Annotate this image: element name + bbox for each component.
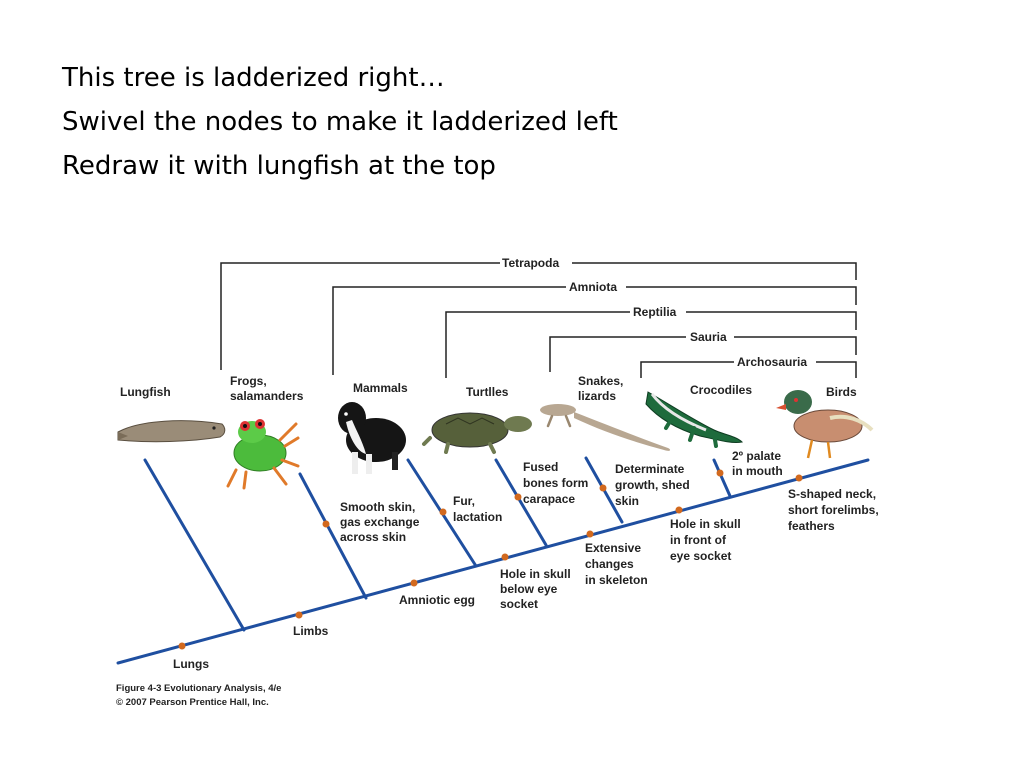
marker-determinate [599,484,607,492]
trait-hole-front-line1: Hole in skull [670,517,741,531]
trait-extensive-line3: in skeleton [585,573,648,587]
trait-extensive-line1: Extensive [585,541,641,555]
marker-amniotic-egg [410,579,418,587]
trait-determinate-line2: growth, shed [615,478,690,492]
heading-line-3: Redraw it with lungfish at the top [62,151,496,181]
clade-reptilia: Reptilia [633,305,677,319]
slide-heading: This tree is ladderized right… Swivel th… [62,56,618,188]
clade-sauria: Sauria [690,330,727,344]
trait-hole-below-line1: Hole in skull [500,567,571,581]
trait-palate-line1: 2º palate [732,449,781,463]
lizard-illustration [540,404,671,451]
clade-amniota: Amniota [569,280,617,294]
clade-brackets [220,262,857,378]
frog-illustration [226,419,300,490]
amniota-bracket [332,286,566,375]
reptilia-bracket-right [686,311,857,330]
trait-hole-front-line2: in front of [670,533,727,547]
marker-extensive [586,530,594,538]
turtle-illustration [422,412,532,454]
trait-hole-front-line3: eye socket [670,549,731,563]
caption-line-1: Figure 4-3 Evolutionary Analysis, 4/e [116,683,282,694]
trait-determinate-line1: Determinate [615,462,685,476]
trait-smooth-line2: gas exchange [340,515,420,529]
clade-tetrapoda: Tetrapoda [502,256,559,270]
trait-markers [178,469,803,650]
trait-lungs: Lungs [173,657,209,671]
marker-smooth-skin [322,520,330,528]
trait-hole-below-line3: socket [500,597,538,611]
trait-fused-line3: carapace [523,492,575,506]
trait-sshape-line1: S-shaped neck, [788,487,876,501]
branch-turtles [494,458,548,547]
taxon-lungfish: Lungfish [120,385,171,399]
crocodile-illustration [645,391,744,448]
trait-amniotic-egg: Amniotic egg [399,593,475,607]
clade-archosauria: Archosauria [737,355,807,369]
branch-crocodiles [712,458,732,498]
taxon-frogs-line2: salamanders [230,389,304,403]
trait-smooth-line3: across skin [340,530,406,544]
marker-lungs [178,642,186,650]
tetrapoda-bracket-right [572,262,857,280]
marker-hole-front [675,506,683,514]
marker-fused [514,493,522,501]
trait-hole-below-line2: below eye [500,582,558,596]
lungfish-illustration [117,420,226,443]
taxon-mammals: Mammals [353,381,408,395]
amniota-bracket-right [626,286,857,305]
branch-frogs [298,472,368,600]
caption-line-2: © 2007 Pearson Prentice Hall, Inc. [116,697,269,708]
branch-lungfish [143,458,246,632]
dog-illustration [338,402,406,474]
taxon-turtles: Turtlles [466,385,509,399]
marker-hole-below [501,553,509,561]
trait-palate-line2: in mouth [732,464,783,478]
heading-line-1: This tree is ladderized right… [62,63,445,93]
trait-limbs: Limbs [293,624,329,638]
taxon-birds: Birds [826,385,857,399]
trait-smooth-line1: Smooth skin, [340,500,415,514]
trait-fur-line2: lactation [453,510,502,524]
taxon-snakes-line1: Snakes, [578,374,623,388]
marker-palate [716,469,724,477]
marker-sshape [795,474,803,482]
tree-branches [116,456,870,665]
heading-line-2: Swivel the nodes to make it ladderized l… [62,107,618,137]
trait-sshape-line2: short forelimbs, [788,503,879,517]
tetrapoda-bracket [220,262,500,370]
sauria-bracket-right [734,336,857,355]
taxon-crocodiles: Crocodiles [690,383,752,397]
trait-determinate-line3: skin [615,494,639,508]
reptilia-bracket [445,311,630,378]
duck-illustration [776,390,874,459]
trait-sshape-line3: feathers [788,519,835,533]
taxon-frogs-line1: Frogs, [230,374,267,388]
main-trunk [116,458,870,665]
trait-fused-line2: bones form [523,476,588,490]
taxon-snakes-line2: lizards [578,389,616,403]
archosauria-bracket [640,361,734,378]
figure-caption: Figure 4-3 Evolutionary Analysis, 4/e © … [116,682,281,710]
marker-fur [439,508,447,516]
marker-limbs [295,611,303,619]
trait-extensive-line2: changes [585,557,634,571]
archosauria-bracket-right [816,361,857,378]
trait-fused-line1: Fused [523,460,558,474]
trait-fur-line1: Fur, [453,494,475,508]
sauria-bracket [549,336,686,372]
